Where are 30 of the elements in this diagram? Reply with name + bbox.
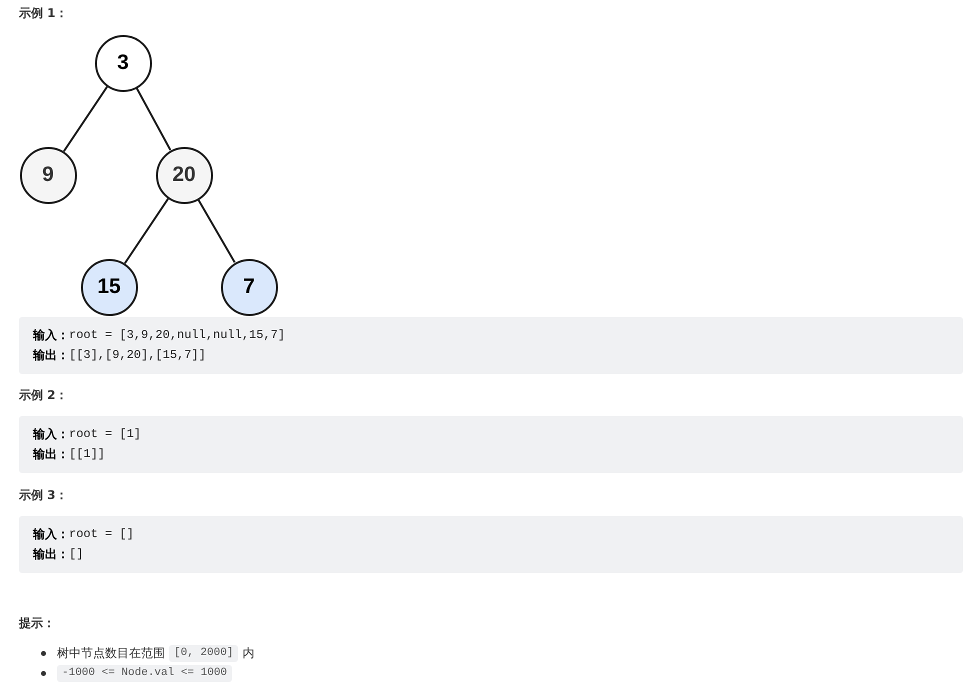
- tree-node-circle: 15: [80, 258, 138, 316]
- code-text: root = []: [69, 526, 134, 542]
- code-label: 输入：: [33, 426, 69, 442]
- list-text: 树中节点数目在范围: [57, 645, 165, 662]
- code-text: []: [69, 546, 84, 562]
- code-label: 输出：: [33, 446, 69, 462]
- section-heading: 示例 2：: [19, 387, 68, 403]
- tree-edge: [197, 199, 236, 263]
- code-text: [[3],[9,20],[15,7]]: [69, 347, 206, 363]
- tree-node-circle: 3: [94, 34, 152, 92]
- code-label: 输出：: [33, 347, 69, 363]
- tree-edge: [136, 88, 172, 150]
- section-heading: 示例 1：: [19, 5, 68, 21]
- list-text: 内: [242, 645, 254, 662]
- tree-node-circle: 7: [220, 258, 278, 316]
- code-text: root = [3,9,20,null,null,15,7]: [69, 327, 286, 343]
- tree-node-circle: 20: [156, 146, 212, 204]
- tree-edge: [63, 86, 108, 152]
- code-label: 输入：: [33, 327, 69, 343]
- section-heading: 提示：: [19, 615, 55, 631]
- inline-code: -1000 <= Node.val <= 1000: [57, 665, 232, 682]
- tree-node-circle: 9: [20, 146, 76, 204]
- code-text: root = [1]: [69, 426, 142, 442]
- code-block: [19, 317, 963, 374]
- code-label: 输入：: [33, 526, 69, 542]
- inline-code: [0, 2000]: [169, 645, 238, 662]
- code-label: 输出：: [33, 546, 69, 562]
- tree-edge: [124, 198, 169, 264]
- code-text: [[1]]: [69, 446, 106, 462]
- section-heading: 示例 3：: [19, 487, 68, 503]
